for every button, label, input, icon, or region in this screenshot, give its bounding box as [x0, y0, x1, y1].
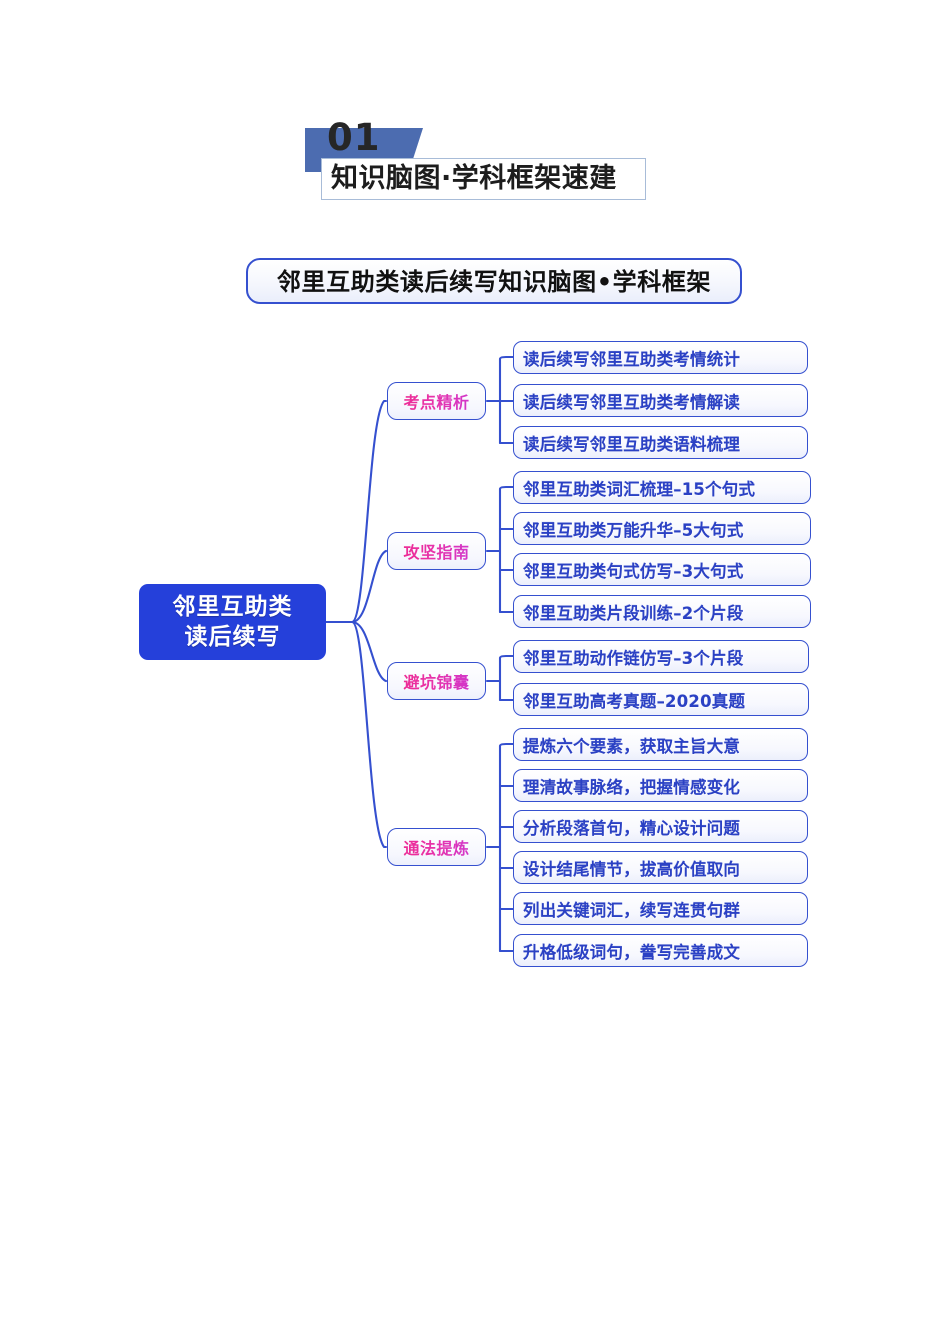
leaf-node-1-3-label: 读后续写邻里互助类语料梳理	[523, 434, 741, 454]
leaf-node-2-2[interactable]: 邻里互助类万能升华–5大句式	[513, 512, 811, 545]
mindmap-title: 邻里互助类读后续写知识脑图•学科框架	[276, 268, 712, 296]
leaf-node-2-1-label: 邻里互助类词汇梳理–15个句式	[523, 479, 756, 499]
branch-node-4-label: 通法提炼	[388, 829, 485, 865]
connector-branch-1-leaf-1	[498, 355, 515, 361]
leaf-node-4-5-label: 列出关键词汇，续写连贯句群	[523, 900, 741, 920]
mindmap-title-box: 邻里互助类读后续写知识脑图•学科框架	[246, 258, 742, 304]
leaf-node-2-3-label: 邻里互助类句式仿写–3大句式	[523, 561, 744, 581]
connector-branch-4-leaf-1	[498, 742, 515, 748]
leaf-node-4-4-label: 设计结尾情节，拔高价值取向	[523, 859, 741, 879]
root-node-line-2: 读后续写	[184, 624, 281, 650]
branch-node-1-label: 考点精析	[388, 383, 485, 419]
branch-node-1[interactable]: 考点精析	[387, 382, 486, 420]
leaf-node-4-2[interactable]: 理清故事脉络，把握情感变化	[513, 769, 808, 802]
leaf-node-4-1-label: 提炼六个要素，获取主旨大意	[523, 736, 741, 756]
leaf-node-2-2-label: 邻里互助类万能升华–5大句式	[523, 520, 744, 540]
leaf-node-1-3[interactable]: 读后续写邻里互助类语料梳理	[513, 426, 808, 459]
leaf-node-2-1[interactable]: 邻里互助类词汇梳理–15个句式	[513, 471, 811, 504]
leaf-node-3-2[interactable]: 邻里互助高考真题–2020真题	[513, 683, 809, 716]
connector-branch-2-leaf-1	[498, 485, 515, 491]
root-node-line-1: 邻里互助类	[172, 593, 293, 620]
leaf-node-4-5[interactable]: 列出关键词汇，续写连贯句群	[513, 892, 808, 925]
banner-title-box	[321, 158, 646, 200]
root-node[interactable]: 邻里互助类 读后续写	[139, 584, 326, 660]
branch-node-4[interactable]: 通法提炼	[387, 828, 486, 866]
connector-root-to-branch-4	[350, 620, 388, 849]
branch-node-3-label: 避坑锦囊	[388, 663, 485, 699]
root-node-label: 邻里互助类 读后续写	[139, 584, 326, 660]
leaf-node-3-2-label: 邻里互助高考真题–2020真题	[523, 691, 746, 711]
leaf-node-4-4[interactable]: 设计结尾情节，拔高价值取向	[513, 851, 808, 884]
leaf-node-2-4[interactable]: 邻里互助类片段训练–2个片段	[513, 595, 811, 628]
leaf-node-2-4-label: 邻里互助类片段训练–2个片段	[523, 603, 744, 623]
leaf-node-3-1[interactable]: 邻里互助动作链仿写–3个片段	[513, 640, 809, 673]
leaf-node-3-1-label: 邻里互助动作链仿写–3个片段	[523, 648, 744, 668]
connector-branch-3-leaf-1	[498, 654, 515, 660]
section-header-banner: 01 知识脑图·学科框架速建	[305, 119, 655, 204]
leaf-node-4-6-label: 升格低级词句，誊写完善成文	[523, 942, 741, 962]
branch-node-3[interactable]: 避坑锦囊	[387, 662, 486, 700]
branch-node-2[interactable]: 攻坚指南	[387, 532, 486, 570]
leaf-node-1-1[interactable]: 读后续写邻里互助类考情统计	[513, 341, 808, 374]
leaf-node-4-6[interactable]: 升格低级词句，誊写完善成文	[513, 934, 808, 967]
leaf-node-4-3[interactable]: 分析段落首句，精心设计问题	[513, 810, 808, 843]
connector-root-to-branch-3	[350, 620, 388, 683]
connector-root-to-branch-2	[350, 549, 388, 624]
leaf-node-2-3[interactable]: 邻里互助类句式仿写–3大句式	[513, 553, 811, 586]
leaf-node-1-1-label: 读后续写邻里互助类考情统计	[523, 349, 741, 369]
section-title: 知识脑图·学科框架速建	[331, 163, 617, 194]
branch-node-2-label: 攻坚指南	[388, 533, 485, 569]
leaf-node-4-3-label: 分析段落首句，精心设计问题	[523, 818, 741, 838]
leaf-node-1-2-label: 读后续写邻里互助类考情解读	[523, 392, 741, 412]
leaf-node-4-1[interactable]: 提炼六个要素，获取主旨大意	[513, 728, 808, 761]
connector-root-to-branch-1	[350, 399, 388, 624]
section-number: 01	[327, 116, 381, 159]
leaf-node-1-2[interactable]: 读后续写邻里互助类考情解读	[513, 384, 808, 417]
leaf-node-4-2-label: 理清故事脉络，把握情感变化	[523, 777, 741, 797]
